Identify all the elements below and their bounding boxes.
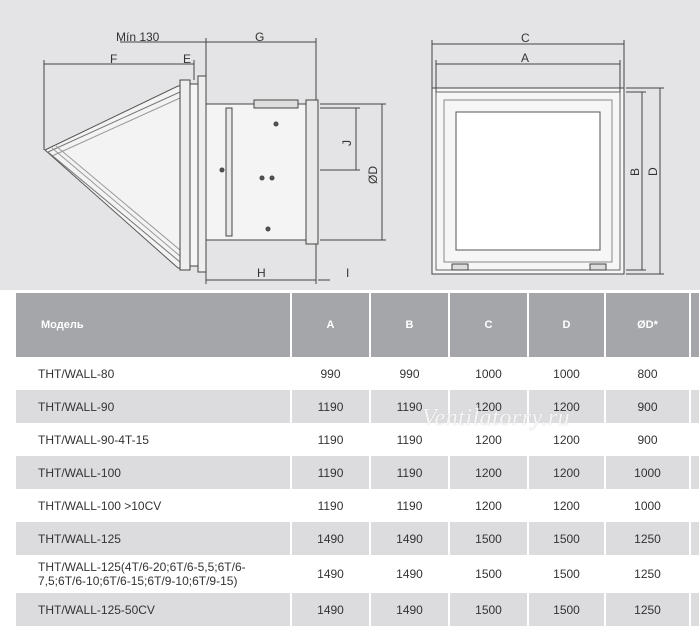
cell-d: 1200 [528,456,606,489]
header-model: Модель [16,293,292,357]
header-d: D [528,293,606,357]
table-row: THT/WALL-125 1490 1490 1500 1500 1250 [16,522,700,555]
cell-od: 1250 [605,522,691,555]
header-b: B [370,293,450,357]
cell-a: 1190 [291,423,371,456]
header-a: A [291,293,371,357]
cell-b: 1490 [370,522,450,555]
cell-b: 1190 [370,423,450,456]
cell-d: 1500 [528,522,606,555]
cell-a: 1490 [291,555,371,593]
cell-a: 1190 [291,489,371,522]
cell-model: THT/WALL-80 [16,357,292,390]
cell-a: 990 [291,357,371,390]
cell-d: 1500 [528,593,606,626]
cell-spacer [690,423,700,456]
cell-d: 1200 [528,390,606,423]
dim-e-label: E [183,52,192,66]
table-row: THT/WALL-80 990 990 1000 1000 800 [16,357,700,390]
cell-spacer [690,456,700,489]
cell-b: 1190 [370,456,450,489]
cell-c: 1500 [449,522,529,555]
cell-od: 1000 [605,456,691,489]
cell-a: 1190 [291,390,371,423]
cell-d: 1000 [528,357,606,390]
cell-b: 990 [370,357,450,390]
cell-c: 1200 [449,390,529,423]
dim-i-label: I [346,266,350,280]
cell-b: 1490 [370,593,450,626]
flange [179,79,191,271]
cell-b: 1490 [370,555,450,593]
dim-d-label: D [646,167,660,176]
cell-c: 1500 [449,593,529,626]
cell-spacer [690,489,700,522]
cell-od: 800 [605,357,691,390]
cell-c: 1500 [449,555,529,593]
cell-c: 1000 [449,357,529,390]
technical-drawing: Mín 130 F E G J ØD H I C A B D [0,0,700,290]
cell-spacer [690,593,700,626]
cell-a: 1490 [291,522,371,555]
cell-c: 1200 [449,456,529,489]
hood-shape [44,85,187,269]
front-opening [455,111,601,251]
cell-model: THT/WALL-125(4T/6-20;6T/6-5,5;6T/6-7,5;6… [16,555,292,593]
table-row: THT/WALL-90 1190 1190 1200 1200 900 [16,390,700,423]
cell-model: THT/WALL-125 [16,522,292,555]
cell-d: 1200 [528,489,606,522]
cell-model: THT/WALL-125-50CV [16,593,292,626]
table-row: THT/WALL-100 1190 1190 1200 1200 1000 [16,456,700,489]
cell-model: THT/WALL-100 [16,456,292,489]
duct-body [205,103,319,241]
cell-spacer [690,555,700,593]
table-row: THT/WALL-90-4T-15 1190 1190 1200 1200 90… [16,423,700,456]
dim-c-label: C [521,31,530,45]
cell-spacer [690,390,700,423]
header-c: C [449,293,529,357]
cell-spacer [690,357,700,390]
dim-b-label: B [628,167,642,176]
dim-min130-label: Mín 130 [116,30,160,44]
watermark: Ventilatorry.ru [422,405,571,431]
table-row: THT/WALL-125-50CV 1490 1490 1500 1500 12… [16,593,700,626]
cell-model: THT/WALL-90 [16,390,292,423]
cell-c: 1200 [449,423,529,456]
cell-spacer [690,522,700,555]
table-row: THT/WALL-100 >10CV 1190 1190 1200 1200 1… [16,489,700,522]
cell-od: 1250 [605,555,691,593]
cell-od: 900 [605,423,691,456]
drawing-svg [43,38,664,284]
cell-d: 1200 [528,423,606,456]
table-row: THT/WALL-125(4T/6-20;6T/6-5,5;6T/6-7,5;6… [16,555,700,593]
dim-g-label: G [255,30,265,44]
cell-b: 1190 [370,489,450,522]
cell-c: 1200 [449,489,529,522]
dim-j-label: J [340,140,354,146]
cell-model: THT/WALL-100 >10CV [16,489,292,522]
cell-model: THT/WALL-90-4T-15 [16,423,292,456]
spec-table: Модель A B C D ØD* THT/WALL-80 990 990 1… [16,293,700,626]
cell-od: 900 [605,390,691,423]
dim-f-label: F [110,52,118,66]
cell-a: 1490 [291,593,371,626]
header-od: ØD* [605,293,691,357]
header-spacer [690,293,700,357]
cell-od: 1000 [605,489,691,522]
cell-d: 1500 [528,555,606,593]
dim-a-label: A [521,51,530,65]
cell-b: 1190 [370,390,450,423]
table-header-row: Модель A B C D ØD* [16,293,700,357]
cell-od: 1250 [605,593,691,626]
cell-a: 1190 [291,456,371,489]
dim-h-label: H [257,266,266,280]
dim-od-label: ØD [366,166,380,184]
